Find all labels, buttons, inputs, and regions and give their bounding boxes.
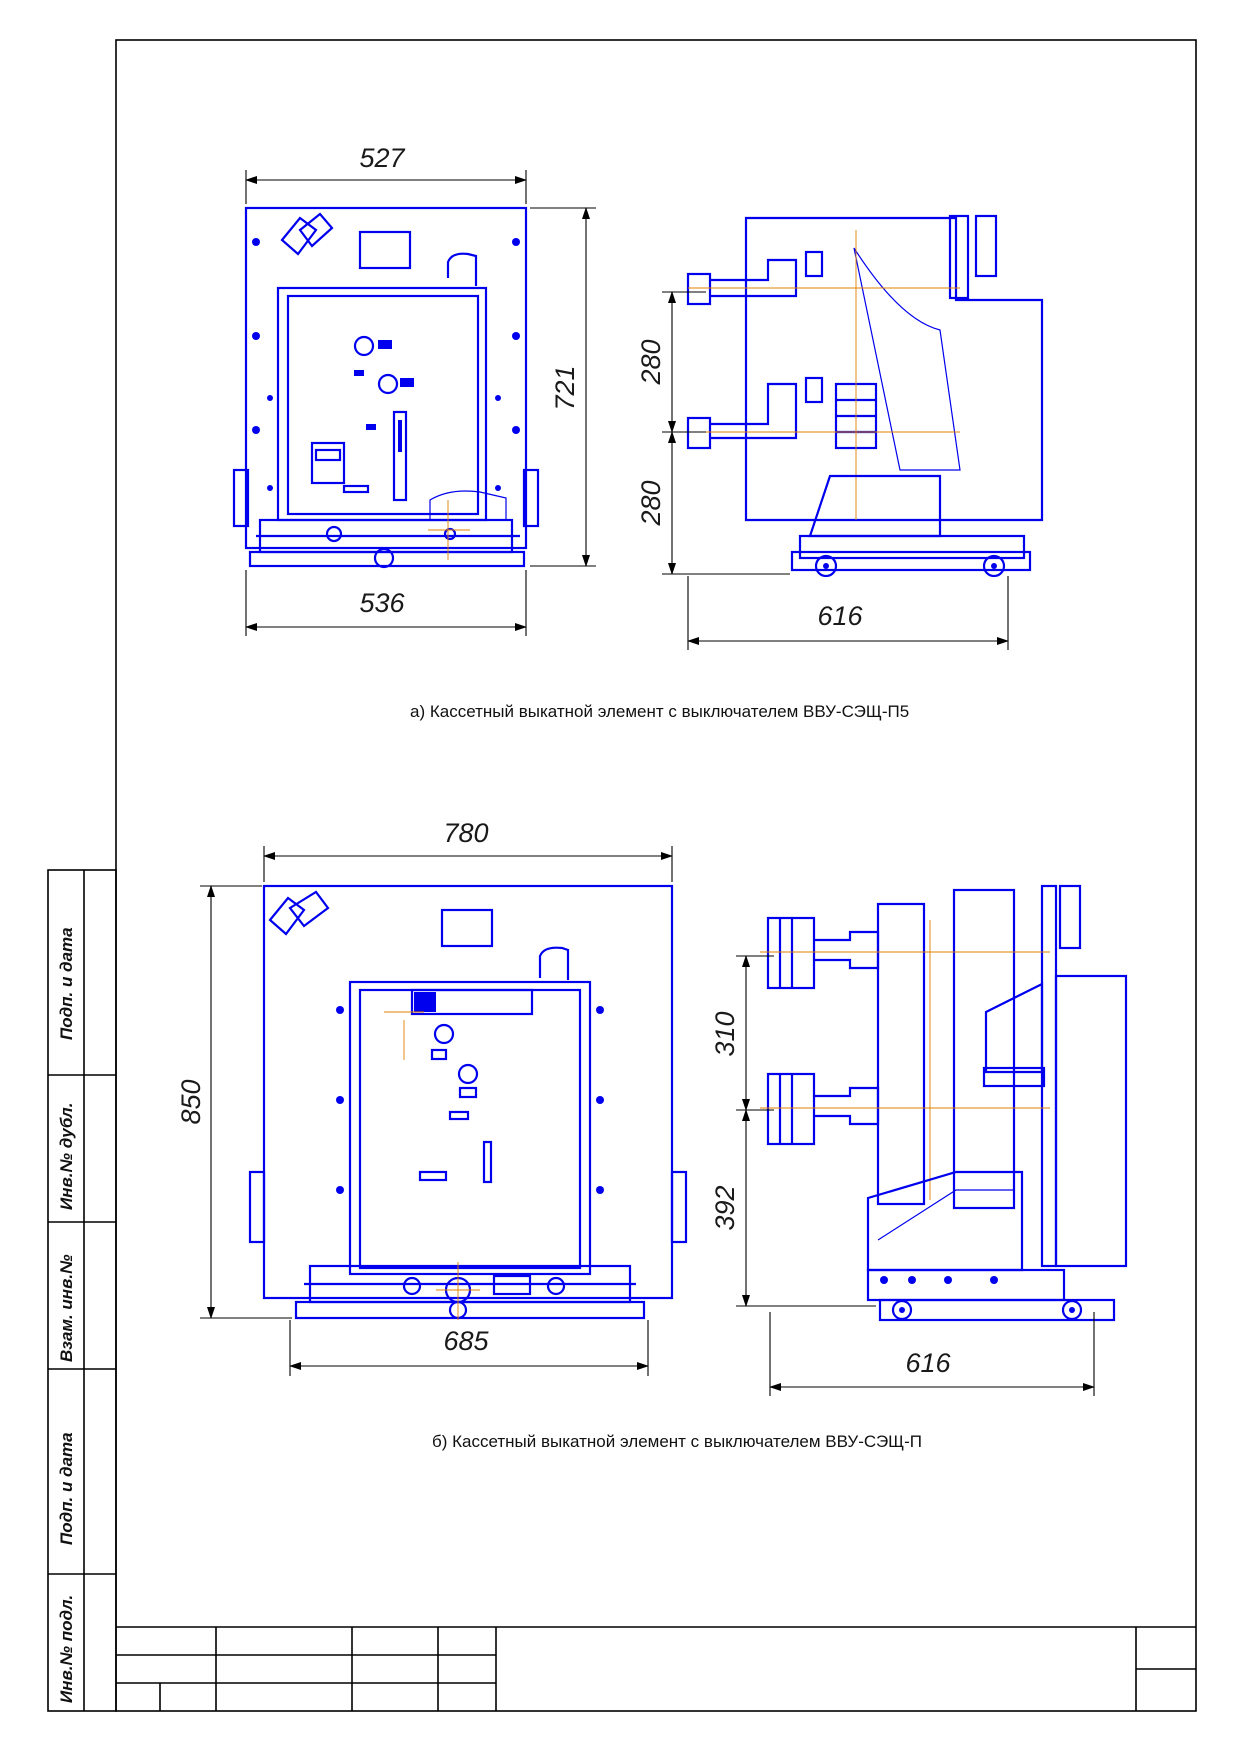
- dim-a-side-spacing-upper: 280: [636, 339, 666, 385]
- title-block: [116, 1626, 1196, 1711]
- stamp-label-3: Взам. инв.№: [57, 1254, 76, 1362]
- drawing-b-front-dimensions: 780 685 850: [176, 818, 673, 1376]
- dim-a-front-height: 721: [550, 365, 580, 410]
- drawing-a-side-view: [686, 214, 1044, 578]
- dim-a-side-spacing-lower: 280: [636, 480, 666, 526]
- side-stamp: Подп. и дата Инв.№ дубл. Взам. инв.№ Под…: [47, 869, 117, 1712]
- stamp-label-4: Подп. и дата: [57, 1432, 76, 1545]
- drawing-b-side-dimensions: 310 392 616: [710, 955, 1095, 1396]
- dim-b-front-height: 850: [176, 1079, 206, 1124]
- caption-a: а) Кассетный выкатной элемент с выключат…: [410, 702, 909, 721]
- dim-b-front-width-top: 780: [443, 818, 488, 848]
- stamp-label-1: Подп. и дата: [57, 927, 76, 1040]
- dim-a-front-width-top: 527: [359, 143, 405, 173]
- caption-b: б) Кассетный выкатной элемент с выключат…: [432, 1432, 922, 1451]
- stamp-label-2: Инв.№ дубл.: [57, 1103, 76, 1210]
- drawing-a-front-view: [232, 206, 540, 569]
- dim-a-front-width-bottom: 536: [359, 588, 405, 618]
- dim-b-side-spacing-upper: 310: [710, 1011, 740, 1056]
- dim-b-front-width-bottom: 685: [443, 1326, 489, 1356]
- drawing-b-side-view: [760, 884, 1128, 1322]
- stamp-label-5: Инв.№ подл.: [57, 1595, 76, 1703]
- drawing-b-front-view: [248, 884, 688, 1320]
- dim-b-side-depth: 616: [905, 1348, 951, 1378]
- drawing-a-side-dimensions: 280 280 616: [636, 291, 1009, 650]
- dim-b-side-spacing-lower: 392: [710, 1185, 740, 1230]
- dim-a-side-depth: 616: [817, 601, 863, 631]
- drawing-a-front-dimensions: 527 536 721: [245, 143, 596, 636]
